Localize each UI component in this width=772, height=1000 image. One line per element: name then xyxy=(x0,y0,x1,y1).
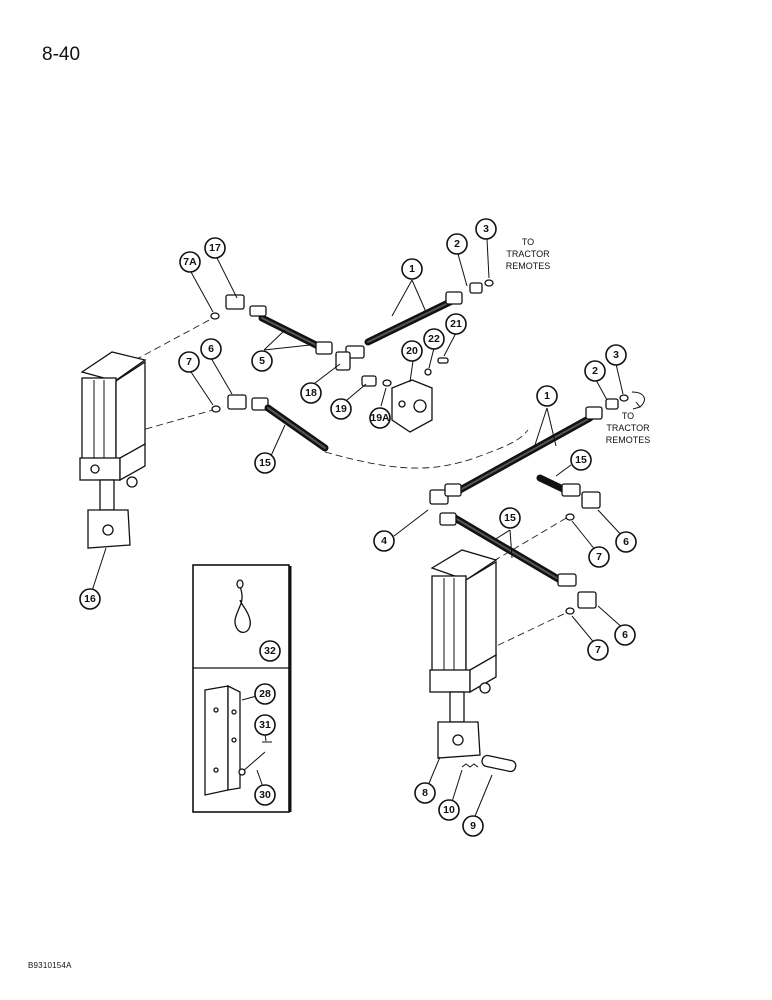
svg-text:17: 17 xyxy=(209,242,221,254)
upper-note-line2: TRACTOR xyxy=(506,249,550,259)
callout-7-right-lower: 7 xyxy=(587,639,609,661)
callout-20: 20 xyxy=(401,340,423,362)
callout-1-right: 1 xyxy=(536,385,558,407)
svg-text:18: 18 xyxy=(305,387,317,399)
callout-8: 8 xyxy=(414,782,436,804)
callout-19: 19 xyxy=(330,398,352,420)
callout-21: 21 xyxy=(445,313,467,335)
left-hydraulic-cylinder xyxy=(79,351,147,549)
svg-text:7A: 7A xyxy=(183,256,197,268)
callout-7A: 7A xyxy=(179,251,201,273)
callout-30: 30 xyxy=(254,784,276,806)
upper-note-line1: TO xyxy=(522,237,534,247)
svg-text:1: 1 xyxy=(409,263,415,275)
svg-text:2: 2 xyxy=(454,238,460,250)
svg-text:20: 20 xyxy=(406,345,418,357)
callout-2-right: 2 xyxy=(584,360,606,382)
callout-9: 9 xyxy=(462,815,484,837)
callout-32: 32 xyxy=(259,640,281,662)
svg-text:15: 15 xyxy=(575,454,587,466)
callout-31: 31 xyxy=(254,714,276,736)
svg-text:30: 30 xyxy=(259,789,271,801)
callout-28: 28 xyxy=(254,683,276,705)
callout-7-left: 7 xyxy=(178,351,200,373)
callout-6-left: 6 xyxy=(200,338,222,360)
svg-text:19A: 19A xyxy=(370,412,390,424)
svg-text:7: 7 xyxy=(595,644,601,656)
svg-text:31: 31 xyxy=(259,719,271,731)
svg-text:2: 2 xyxy=(592,365,598,377)
page-number: 8-40 xyxy=(42,44,81,65)
svg-text:3: 3 xyxy=(613,349,619,361)
callout-3-right: 3 xyxy=(605,344,627,366)
hose-15-left xyxy=(251,397,329,452)
callout-18: 18 xyxy=(300,382,322,404)
upper-note-line3: REMOTES xyxy=(506,261,551,271)
right-hydraulic-cylinder xyxy=(429,549,517,773)
callout-16: 16 xyxy=(79,588,101,610)
svg-text:5: 5 xyxy=(259,355,265,367)
callout-7-right-upper: 7 xyxy=(588,546,610,568)
svg-text:16: 16 xyxy=(84,593,96,605)
callout-1-upper: 1 xyxy=(401,258,423,280)
callout-6-right-lower: 6 xyxy=(614,624,636,646)
svg-text:6: 6 xyxy=(208,343,214,355)
right-note-line2: TRACTOR xyxy=(606,423,650,433)
callout-leaders xyxy=(91,238,626,822)
callout-3-upper: 3 xyxy=(475,218,497,240)
svg-text:21: 21 xyxy=(450,318,462,330)
callout-19A: 19A xyxy=(369,407,391,429)
inset-box xyxy=(192,564,292,813)
svg-text:19: 19 xyxy=(335,403,347,415)
callout-15-left: 15 xyxy=(254,452,276,474)
svg-text:7: 7 xyxy=(186,356,192,368)
svg-text:22: 22 xyxy=(428,333,440,345)
upper-hose-assembly xyxy=(210,279,494,413)
svg-text:6: 6 xyxy=(622,629,628,641)
callout-5: 5 xyxy=(251,350,273,372)
svg-text:15: 15 xyxy=(259,457,271,469)
right-note-line1: TO xyxy=(622,411,634,421)
svg-text:10: 10 xyxy=(443,804,455,816)
callout-22: 22 xyxy=(423,328,445,350)
callout-6-right-upper: 6 xyxy=(615,531,637,553)
svg-text:28: 28 xyxy=(259,688,271,700)
callout-2-upper: 2 xyxy=(446,233,468,255)
callout-15-right-upper: 15 xyxy=(570,449,592,471)
svg-text:7: 7 xyxy=(596,551,602,563)
right-hose-assembly xyxy=(429,391,645,615)
svg-text:8: 8 xyxy=(422,787,428,799)
callout-10: 10 xyxy=(438,799,460,821)
svg-text:6: 6 xyxy=(623,536,629,548)
valve-block xyxy=(391,379,433,433)
svg-text:9: 9 xyxy=(470,820,476,832)
document-code: B9310154A xyxy=(28,961,72,970)
assembly-dashed-lines xyxy=(134,317,571,651)
svg-text:3: 3 xyxy=(483,223,489,235)
callout-17: 17 xyxy=(204,237,226,259)
svg-text:32: 32 xyxy=(264,645,276,657)
svg-text:4: 4 xyxy=(381,535,387,547)
svg-text:15: 15 xyxy=(504,512,516,524)
svg-text:1: 1 xyxy=(544,390,550,402)
callout-15-right-lower: 15 xyxy=(499,507,521,529)
right-note-line3: REMOTES xyxy=(606,435,651,445)
callout-4: 4 xyxy=(373,530,395,552)
